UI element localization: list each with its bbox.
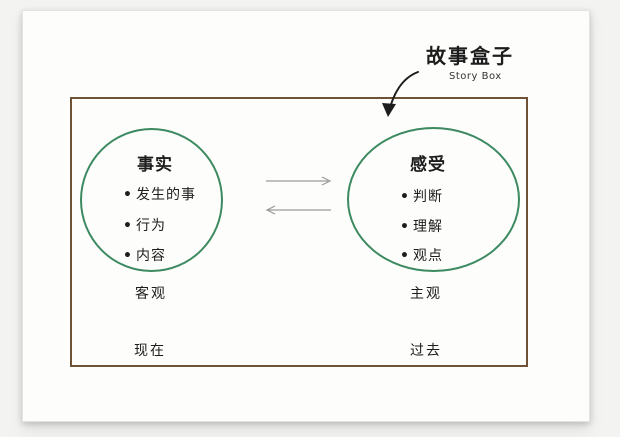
facts-item: •行为 [123,215,166,235]
feelings-item: •观点 [400,245,443,265]
bullet: • [400,248,410,264]
facts-item: •发生的事 [123,184,196,204]
feelings-item-label: 判断 [412,189,443,205]
bullet: • [123,218,133,234]
feelings-item-label: 理解 [412,219,443,235]
feelings-item: •判断 [400,186,443,206]
facts-ellipse [80,128,223,272]
arrow-to-left-head [265,205,276,215]
bullet: • [400,189,410,205]
arrow-to-right-head [321,176,332,186]
present-label: 现在 [134,343,166,359]
bullet: • [123,187,133,203]
story-box-subtitle: Story Box [449,71,502,82]
past-label: 过去 [410,343,442,359]
feelings-item: •理解 [400,216,443,236]
objective-label: 客观 [135,286,167,302]
facts-item: •内容 [123,245,166,265]
title-pointer-arrowhead [382,103,396,117]
facts-item-label: 发生的事 [135,187,196,203]
bullet: • [400,219,410,235]
story-box-title: 故事盒子 [426,44,514,68]
bullet: • [123,248,133,264]
facts-heading: 事实 [137,155,173,175]
story-box-frame [70,97,528,367]
feelings-heading: 感受 [410,155,446,175]
feelings-item-label: 观点 [412,248,443,264]
subjective-label: 主观 [410,286,442,302]
facts-item-label: 内容 [135,248,166,264]
facts-item-label: 行为 [135,218,166,234]
feelings-ellipse [347,127,520,272]
